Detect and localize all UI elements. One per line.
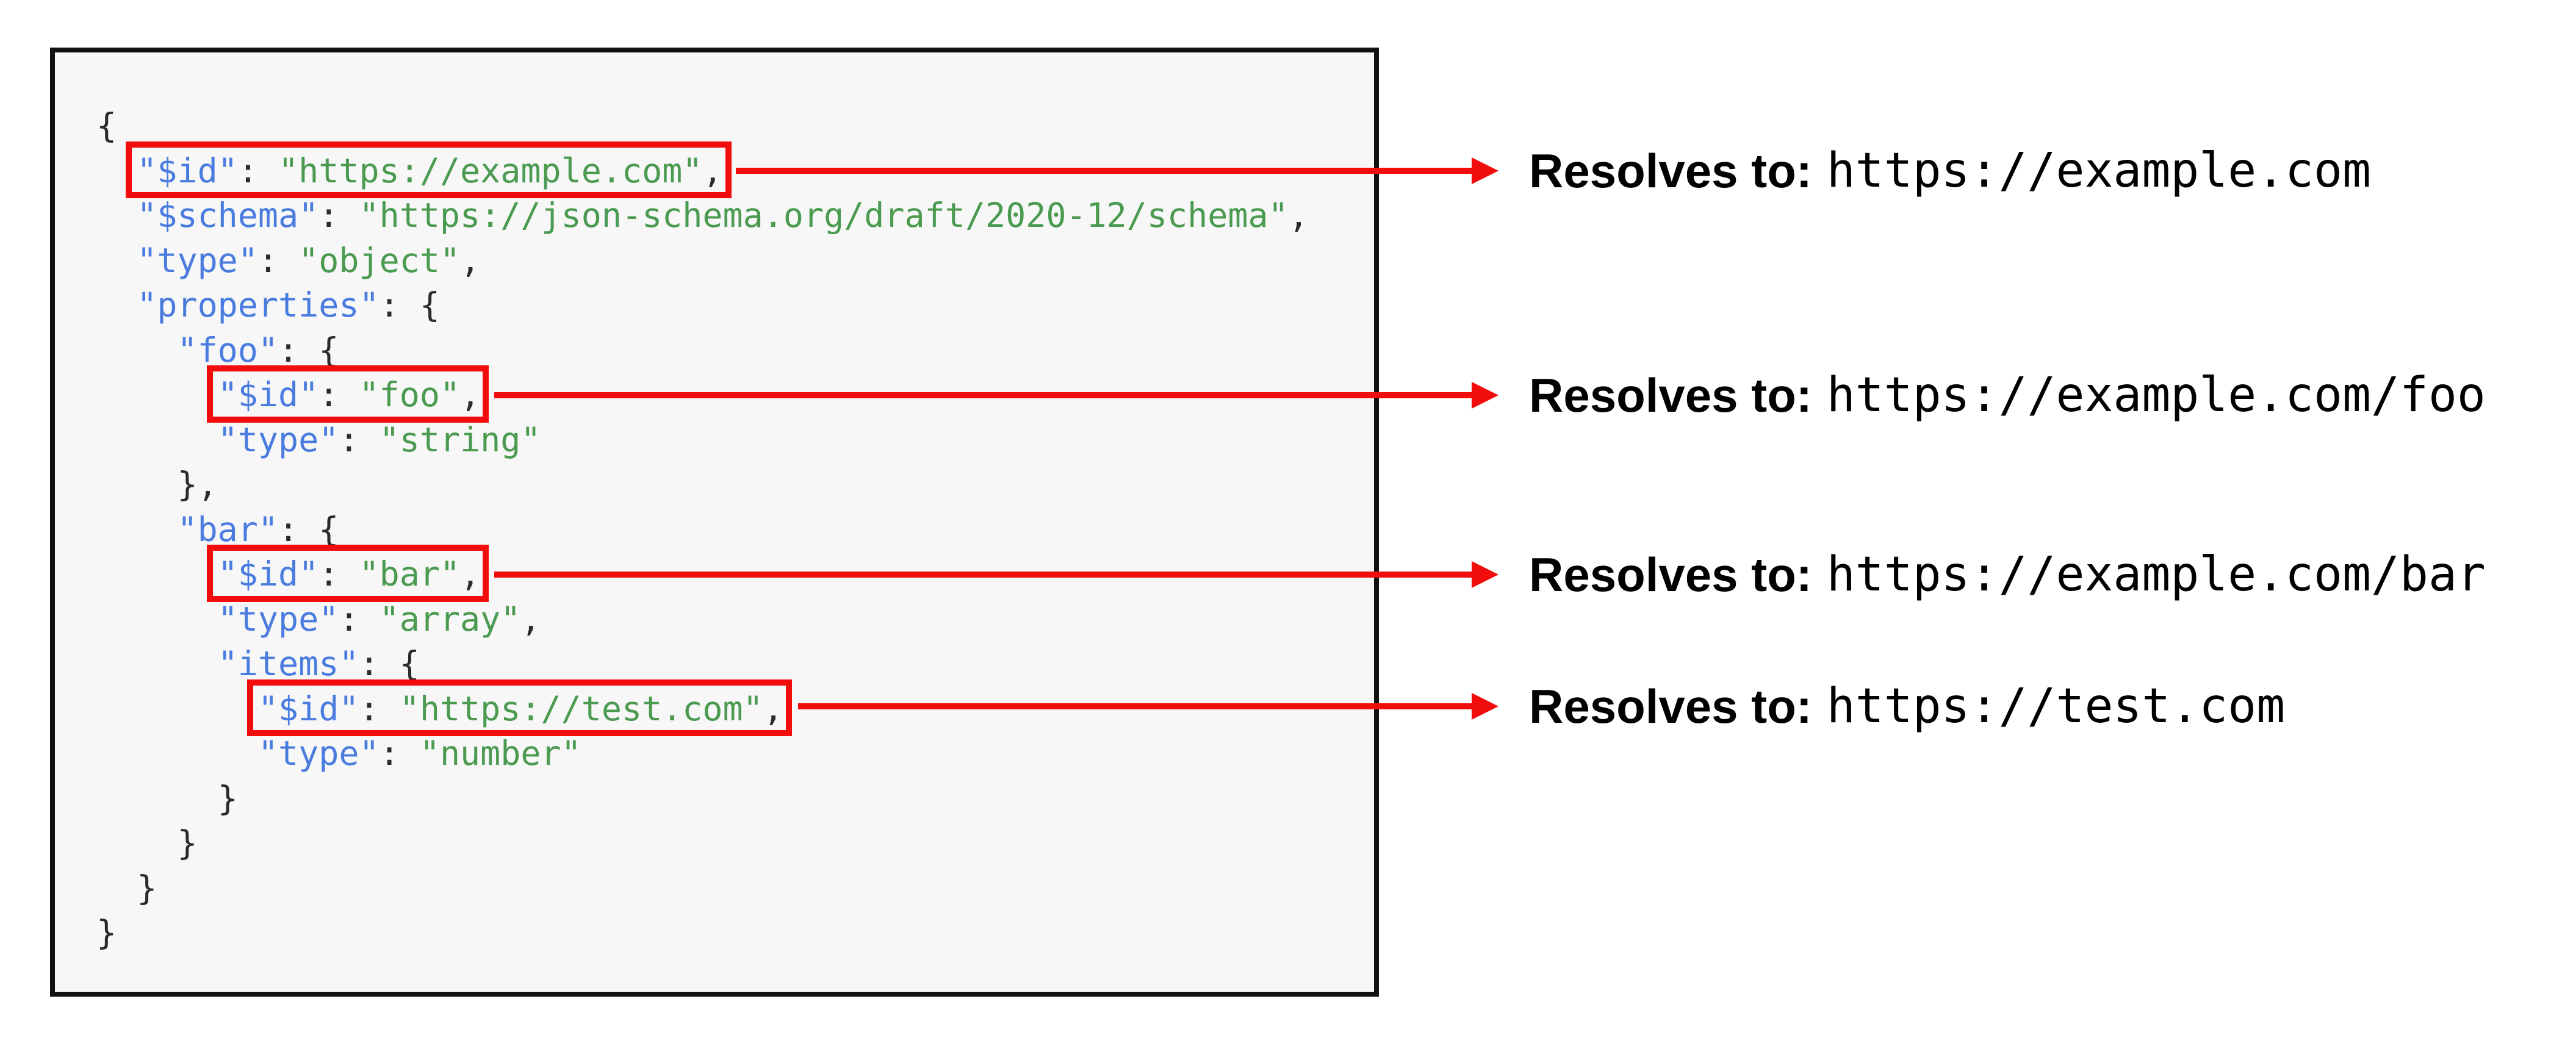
- resolve-label: Resolves to: https://example.com/bar: [1529, 545, 2486, 604]
- code-token-str: "string": [379, 420, 541, 459]
- code-token-punc: : {: [278, 509, 339, 549]
- code-token-key: "items": [217, 644, 359, 683]
- code-line: "$schema": "https://json-schema.org/draf…: [96, 193, 1309, 238]
- code-token-key: "type": [257, 734, 380, 773]
- code-line: {: [96, 104, 1309, 149]
- code-line: }: [96, 911, 1309, 956]
- code-token-key: "properties": [137, 285, 380, 324]
- code-token-punc: }: [137, 868, 157, 908]
- code-token-punc: }: [217, 778, 238, 818]
- code-token-key: "type": [217, 599, 339, 639]
- code-line: "items": {: [96, 642, 1309, 687]
- code-token-punc: ,: [763, 689, 783, 728]
- highlight-box: "$id": "https://example.com",: [126, 141, 732, 198]
- resolve-label: Resolves to: https://test.com: [1529, 677, 2285, 736]
- code-line: "foo": {: [96, 328, 1309, 373]
- code-token-punc: :: [237, 151, 279, 190]
- code-line: }: [96, 866, 1309, 911]
- code-line: "type": "array",: [96, 597, 1309, 642]
- code-token-punc: :: [339, 599, 380, 639]
- code-line: "bar": {: [96, 507, 1309, 553]
- code-token-punc: : {: [359, 644, 420, 683]
- resolve-arrow-shaft: [736, 168, 1473, 174]
- highlight-box: "$id": "bar",: [206, 545, 489, 601]
- code-token-key: "type": [217, 420, 339, 459]
- code-token-punc: :: [318, 196, 359, 235]
- code-token-punc: }: [96, 913, 117, 952]
- code-token-punc: :: [359, 689, 400, 728]
- code-token-punc: ,: [1288, 196, 1309, 235]
- resolve-label-prefix: Resolves to:: [1529, 679, 1812, 733]
- code-token-punc: ,: [460, 554, 481, 593]
- code-block: { "$id": "https://example.com", "$schema…: [96, 104, 1309, 956]
- resolve-label: Resolves to: https://example.com/foo: [1529, 366, 2486, 425]
- resolve-arrow-shaft: [494, 392, 1473, 398]
- resolve-label-prefix: Resolves to:: [1529, 143, 1812, 198]
- code-token-punc: ,: [702, 151, 723, 190]
- code-token-key: "foo": [177, 330, 279, 370]
- arrow-right-icon: [1472, 157, 1498, 184]
- code-token-str: "https://example.com": [278, 151, 703, 190]
- arrow-right-icon: [1472, 693, 1498, 720]
- resolve-label-url: https://example.com: [1826, 143, 2372, 198]
- code-token-punc: :: [379, 734, 420, 773]
- code-line: "type": "number": [96, 731, 1309, 776]
- resolve-label-prefix: Resolves to:: [1529, 368, 1812, 422]
- code-token-key: "$id": [137, 151, 238, 190]
- resolve-arrow-shaft: [494, 572, 1473, 578]
- code-token-str: "https://test.com": [399, 689, 763, 728]
- code-token-punc: :: [339, 420, 380, 459]
- code-token-key: "bar": [177, 509, 279, 549]
- code-token-punc: ,: [520, 599, 541, 639]
- code-line: }: [96, 821, 1309, 866]
- code-token-punc: :: [318, 375, 359, 414]
- highlight-box: "$id": "foo",: [206, 365, 489, 422]
- code-token-key: "$id": [217, 375, 319, 414]
- code-token-key: "$id": [257, 689, 359, 728]
- code-line: "type": "object",: [96, 238, 1309, 284]
- code-token-punc: },: [177, 465, 218, 504]
- resolve-label-url: https://example.com/foo: [1826, 368, 2486, 423]
- arrow-right-icon: [1472, 561, 1498, 588]
- code-token-str: "object": [298, 240, 461, 280]
- code-token-str: "bar": [359, 554, 461, 593]
- code-token-punc: : {: [379, 285, 440, 324]
- resolve-label-url: https://test.com: [1826, 679, 2286, 734]
- code-line: },: [96, 462, 1309, 507]
- resolve-label: Resolves to: https://example.com: [1529, 142, 2371, 200]
- highlight-box: "$id": "https://test.com",: [246, 679, 792, 736]
- code-token-punc: : {: [278, 330, 339, 370]
- code-token-key: "$schema": [137, 196, 319, 235]
- code-panel: { "$id": "https://example.com", "$schema…: [50, 48, 1379, 997]
- code-token-punc: :: [257, 240, 299, 280]
- code-token-key: "$id": [217, 554, 319, 593]
- code-token-str: "number": [419, 734, 581, 773]
- code-token-punc: }: [177, 823, 198, 862]
- resolve-label-prefix: Resolves to:: [1529, 547, 1812, 601]
- code-token-str: "array": [379, 599, 521, 639]
- code-token-punc: ,: [460, 240, 481, 280]
- resolve-label-url: https://example.com/bar: [1826, 547, 2486, 602]
- code-token-punc: ,: [460, 375, 481, 414]
- code-token-punc: {: [96, 106, 117, 145]
- code-line: "type": "string": [96, 418, 1309, 463]
- code-token-str: "https://json-schema.org/draft/2020-12/s…: [359, 196, 1289, 235]
- code-line: "properties": {: [96, 283, 1309, 328]
- code-line: }: [96, 776, 1309, 822]
- resolve-arrow-shaft: [798, 703, 1473, 709]
- code-token-key: "type": [137, 240, 258, 280]
- code-token-str: "foo": [359, 375, 461, 414]
- code-token-punc: :: [318, 554, 359, 593]
- arrow-right-icon: [1472, 382, 1498, 409]
